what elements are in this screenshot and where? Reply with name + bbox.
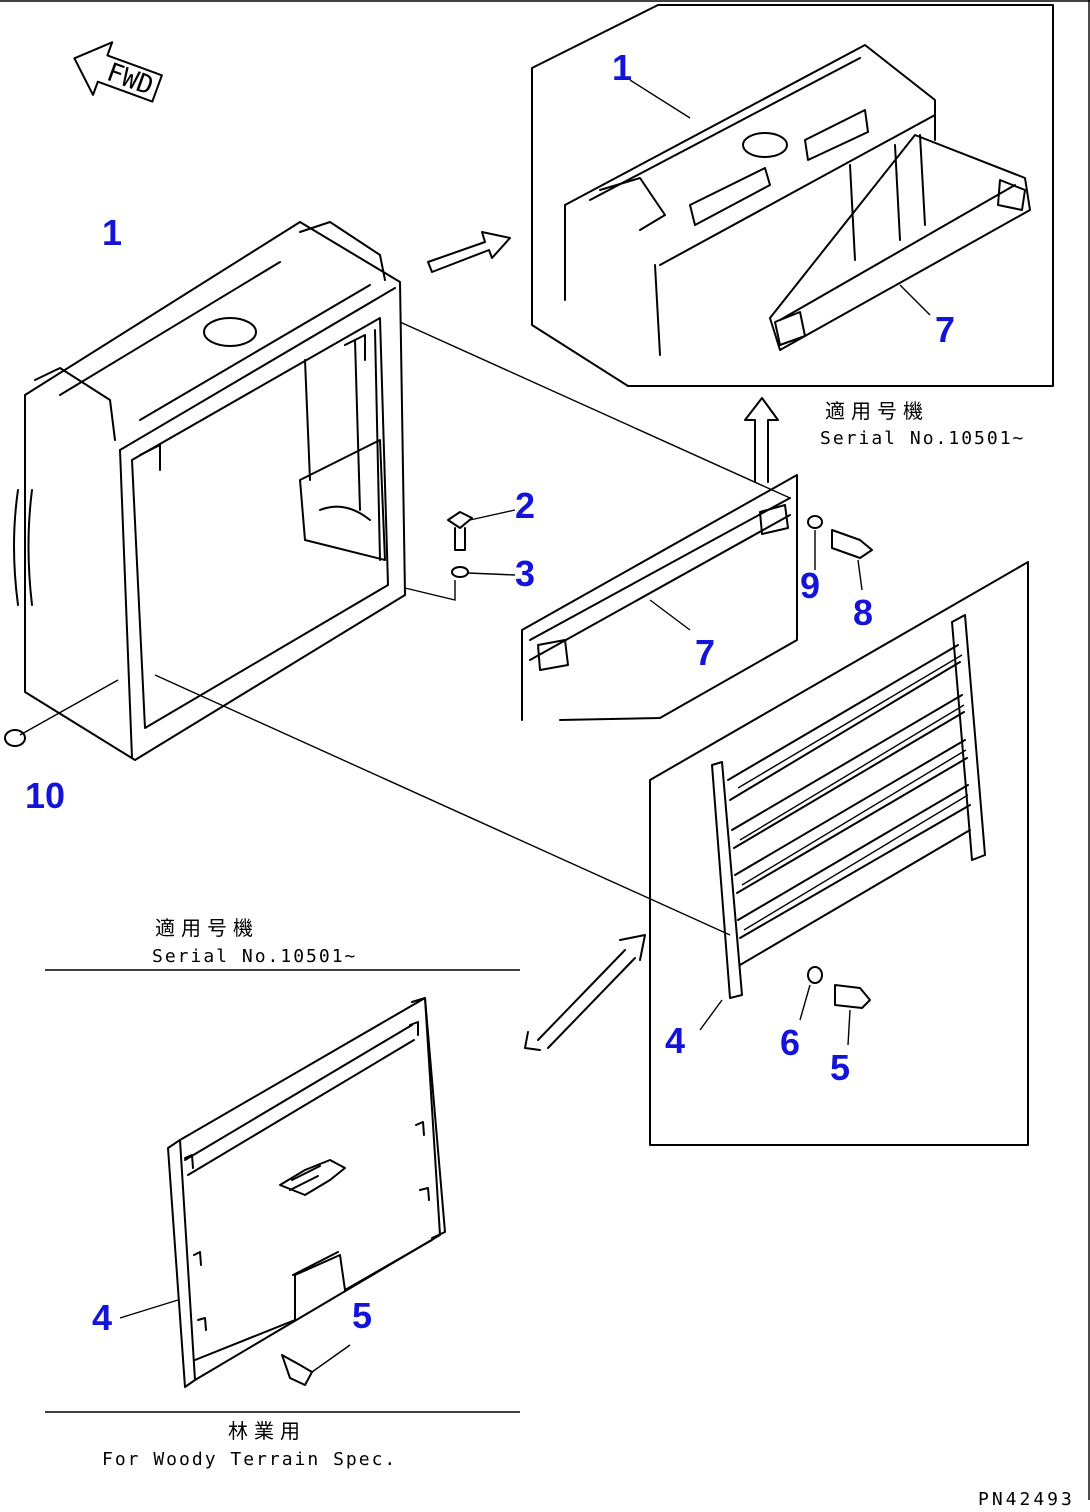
serial-note-top: 適用号機 Serial No.10501~ — [820, 399, 1025, 449]
part-number: PN42493 — [978, 1489, 1075, 1510]
forward-arrow-icon: FWD — [73, 41, 163, 103]
middle-panel — [521, 474, 798, 721]
callout-10: 10 — [25, 775, 65, 816]
callout-2: 2 — [515, 485, 535, 526]
detail-arrow-icon — [427, 231, 511, 273]
serial-note-left: 適用号機 Serial No.10501~ — [45, 916, 520, 971]
radiator-guard-main — [13, 221, 406, 761]
projection-line-bottom — [154, 674, 731, 936]
washer-9 — [807, 515, 823, 570]
callout-5-right: 5 — [830, 1047, 850, 1088]
callout-3: 3 — [515, 553, 535, 594]
callout-1-top: 1 — [612, 47, 632, 88]
bolt-5-woody — [281, 1344, 351, 1386]
forward-label: FWD — [103, 57, 157, 101]
callout-7-mid: 7 — [695, 632, 715, 673]
callout-1-main: 1 — [102, 212, 122, 253]
callout-7-top: 7 — [935, 309, 955, 350]
bolt-8 — [831, 529, 873, 591]
detail-box-louver — [649, 561, 1029, 1146]
detail-box-top — [531, 4, 1054, 387]
leader-4-right — [699, 999, 723, 1031]
double-arrow-icon — [524, 934, 646, 1051]
leader-10 — [19, 679, 119, 736]
leader-4-woody — [119, 1299, 179, 1319]
woody-spec-en: For Woody Terrain Spec. — [102, 1449, 397, 1470]
projection-line-top — [399, 321, 791, 499]
woody-spec-note: 林業用 For Woody Terrain Spec. — [45, 1411, 520, 1470]
callout-4-right: 4 — [665, 1020, 685, 1061]
callout-8: 8 — [853, 592, 873, 633]
washer-3 — [404, 566, 516, 601]
callout-4-woody: 4 — [92, 1297, 112, 1338]
callout-6: 6 — [780, 1022, 800, 1063]
woody-terrain-guard — [167, 997, 446, 1388]
up-arrow-icon — [744, 397, 779, 483]
plug-10 — [4, 729, 26, 747]
callout-9: 9 — [800, 565, 820, 606]
woody-spec-jp: 林業用 — [228, 1419, 306, 1443]
serial-left-jp: 適用号機 — [155, 916, 259, 940]
callout-5-woody: 5 — [352, 1295, 372, 1336]
serial-top-en: Serial No.10501~ — [820, 428, 1025, 449]
washer-6 — [799, 966, 823, 1021]
serial-left-en: Serial No.10501~ — [152, 946, 357, 967]
bolt-5-right — [834, 984, 871, 1046]
bolt-2 — [447, 509, 516, 551]
serial-top-jp: 適用号機 — [825, 399, 929, 423]
